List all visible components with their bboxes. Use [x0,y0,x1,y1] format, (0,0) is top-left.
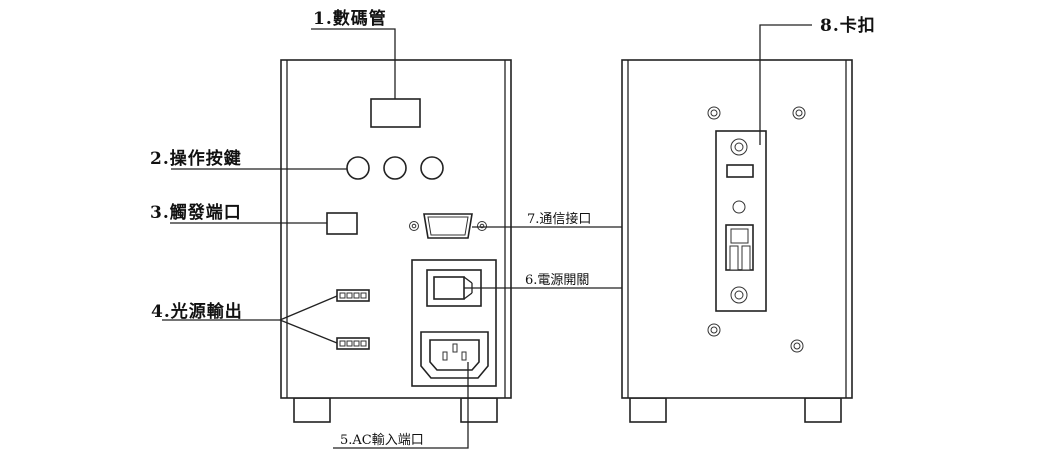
operation-button-1 [346,156,370,180]
light-output-connector-2 [336,337,370,350]
front-right-foot [460,397,498,423]
din-rail-clip [715,130,767,312]
label-buttons: 2.操作按鍵 [150,148,242,169]
back-view [621,59,853,423]
label-clip: 8.卡扣 [820,15,876,36]
label-ac-input: 5.AC輸入端口 [340,433,424,448]
labels: 1.數碼管 2.操作按鍵 3.觸發端口 4.光源輸出 5.AC輸入端口 6.電源… [150,8,876,448]
back-left-foot [629,397,667,423]
label-trigger-port: 3.觸發端口 [150,202,242,223]
digital-display [370,98,421,128]
operation-button-2 [383,156,407,180]
ac-inlet [420,331,489,379]
front-view [280,59,512,423]
callout-lines [162,24,812,449]
serial-comm-port [409,213,487,239]
label-power-switch: 6.電源開關 [525,273,589,288]
label-light-output: 4.光源輸出 [151,301,243,322]
front-left-foot [293,397,331,423]
label-comm-port: 7.通信接口 [527,211,591,227]
operation-button-3 [420,156,444,180]
back-screws [707,106,806,353]
label-display: 1.數碼管 [313,8,387,29]
light-output-connector-1 [336,289,370,302]
trigger-port [326,212,358,235]
back-right-foot [804,397,842,423]
